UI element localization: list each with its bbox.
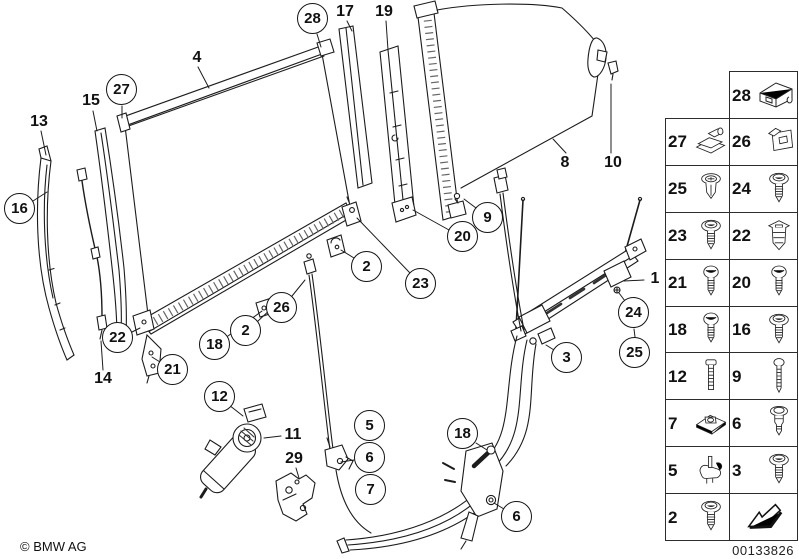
label-19[interactable]: 19: [375, 3, 393, 20]
label-14[interactable]: 14: [94, 370, 112, 387]
part-strip-17: [338, 25, 373, 189]
clip-nut-icon: [694, 402, 728, 444]
label-8[interactable]: 8: [560, 154, 570, 171]
screw-washer-icon: [694, 496, 728, 538]
callout-22[interactable]: 22: [102, 322, 133, 353]
callout-6-cable[interactable]: 6: [354, 442, 385, 473]
callout-21[interactable]: 21: [157, 354, 188, 385]
fastener-cell-7[interactable]: 7: [666, 400, 729, 447]
clip-plate-icon: [762, 121, 796, 163]
callout-26[interactable]: 26: [266, 292, 297, 323]
callout-18-rail[interactable]: 18: [199, 329, 230, 360]
copyright-notice: © BMW AG: [20, 539, 87, 554]
label-1[interactable]: 1: [650, 270, 660, 287]
callout-28[interactable]: 28: [297, 3, 328, 34]
screw-pan-icon: [762, 262, 796, 304]
callout-24[interactable]: 24: [618, 297, 649, 328]
fastener-cell-16[interactable]: 16: [730, 306, 797, 353]
part-cable-14: [76, 167, 108, 340]
part-cable-tensioner: [442, 442, 504, 550]
part-blind-sheet: [124, 53, 352, 332]
callout-2-rail-left[interactable]: 2: [230, 315, 261, 346]
label-17[interactable]: 17: [336, 3, 354, 20]
callout-7[interactable]: 7: [355, 474, 386, 505]
screw-washer-icon: [694, 215, 728, 257]
diagram-number: 00133826: [732, 543, 794, 558]
fastener-number: 28: [732, 85, 751, 105]
callout-18-tensioner[interactable]: 18: [447, 418, 478, 449]
fastener-cell-24[interactable]: 24: [730, 165, 797, 212]
screw-washer-icon: [762, 309, 796, 351]
fastener-cell-3[interactable]: 3: [730, 447, 797, 494]
label-11[interactable]: 11: [284, 426, 302, 443]
fastener-cell-6[interactable]: 6: [730, 400, 797, 447]
fastener-cell-5[interactable]: 5: [666, 447, 729, 494]
part-trim-strip: [36, 145, 75, 361]
screw-long-icon: [762, 355, 796, 397]
label-10[interactable]: 10: [604, 154, 622, 171]
fastener-cell-23[interactable]: 23: [666, 212, 729, 259]
screw-washer-icon: [762, 168, 796, 210]
callout-9[interactable]: 9: [472, 202, 503, 233]
fastener-cell-26[interactable]: 26: [730, 119, 797, 165]
part-bracket-29: [275, 472, 316, 522]
fastener-panel: 27 26 25 24 23 22 21 20 18 16 12 9 7 6 5…: [665, 118, 798, 542]
part-guide-rail: [94, 127, 127, 338]
label-13[interactable]: 13: [30, 113, 48, 130]
clip-block-icon: [756, 73, 796, 117]
fastener-cell-2[interactable]: 2: [666, 494, 729, 541]
part-motor: [199, 403, 267, 499]
screw-collar-icon: [762, 402, 796, 444]
part-rail-19: [379, 45, 417, 223]
part-blind-top-bar: [116, 38, 335, 133]
stud-clip-icon: [694, 449, 728, 491]
fastener-cell-27[interactable]: 27: [666, 119, 729, 165]
fastener-cell-12[interactable]: 12: [666, 353, 729, 400]
part-door-rail-1: [510, 196, 647, 345]
callout-5[interactable]: 5: [354, 410, 385, 441]
fastener-cell-9[interactable]: 9: [730, 353, 797, 400]
fastener-cell-21[interactable]: 21: [666, 259, 729, 306]
fastener-cell-18[interactable]: 18: [666, 306, 729, 353]
callout-16[interactable]: 16: [4, 193, 35, 224]
screw-pan-icon: [694, 309, 728, 351]
callout-12[interactable]: 12: [204, 381, 235, 412]
part-cable-clamp: [324, 437, 354, 471]
callout-2-rail-right[interactable]: 2: [351, 251, 382, 282]
callout-3[interactable]: 3: [551, 342, 582, 373]
label-4[interactable]: 4: [192, 49, 202, 66]
bolt-long-icon: [694, 355, 728, 397]
fastener-cell-20[interactable]: 20: [730, 259, 797, 306]
fastener-cell-25[interactable]: 25: [666, 165, 729, 212]
arrow-prev-icon: [739, 496, 789, 538]
callout-6-tensioner[interactable]: 6: [501, 501, 532, 532]
fastener-cell-22[interactable]: 22: [730, 212, 797, 259]
screw-washer-icon: [762, 449, 796, 491]
part-latch-10: [587, 37, 619, 81]
part-drive-cables: [303, 167, 537, 554]
expanding-rivet-icon: [694, 168, 728, 210]
clip-hinge-icon: [694, 121, 728, 163]
expanding-nut-icon: [762, 215, 796, 257]
part-window-channel: [413, 0, 467, 221]
fastener-cell-28[interactable]: 28: [729, 71, 798, 119]
label-29[interactable]: 29: [285, 450, 303, 467]
parts-diagram-drawing: [32, 0, 647, 554]
callout-27[interactable]: 27: [106, 74, 137, 105]
previous-page-arrow[interactable]: [730, 494, 797, 541]
screw-pan-icon: [694, 262, 728, 304]
callout-25[interactable]: 25: [619, 337, 650, 368]
callout-20[interactable]: 20: [447, 221, 478, 252]
part-window-glass: [436, 3, 603, 189]
callout-23[interactable]: 23: [405, 268, 436, 299]
label-15[interactable]: 15: [82, 92, 100, 109]
